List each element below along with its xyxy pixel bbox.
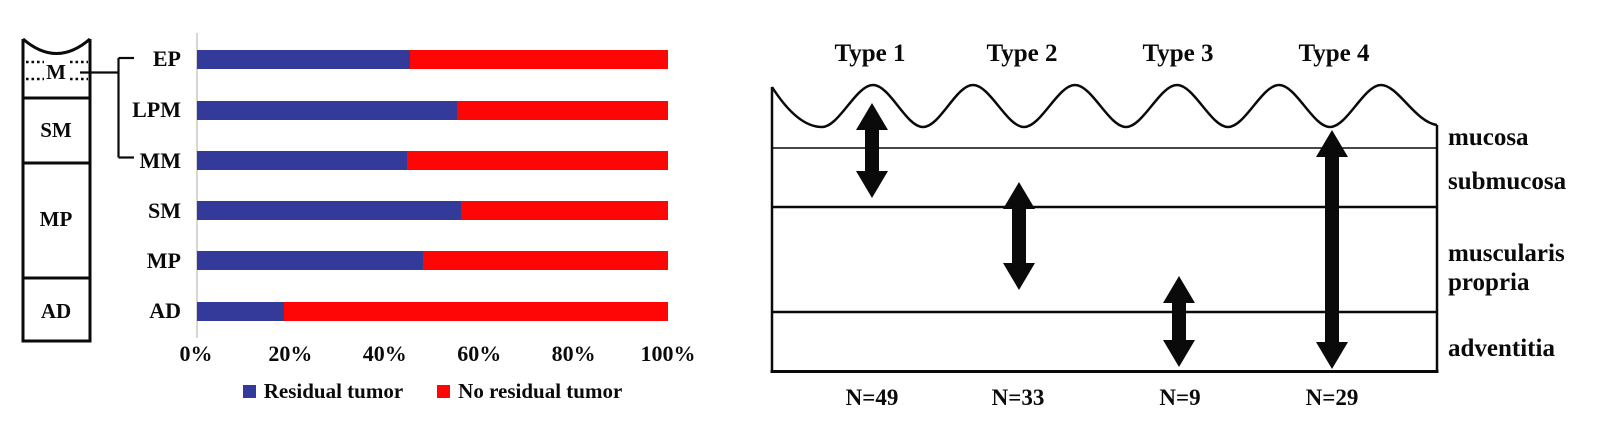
bar-segment-no-residual: [422, 251, 668, 270]
type-3-depth-arrow: [1163, 276, 1195, 367]
bar-segment-residual: [197, 251, 423, 270]
bar-segment-residual: [197, 201, 461, 220]
type-4-label: Type 4: [1298, 40, 1370, 67]
bar-row: [197, 251, 668, 270]
legend-swatch-no-residual: [437, 384, 451, 398]
category-label-lpm: LPM: [132, 97, 181, 122]
category-label-mm: MM: [139, 147, 181, 173]
category-label-ad: AD: [149, 298, 181, 323]
layer-label-submucosa: submucosa: [1448, 168, 1567, 195]
layer-label-mucosa: mucosa: [1448, 124, 1529, 151]
type-1-depth-arrow: [856, 103, 888, 198]
bar-segment-no-residual: [457, 100, 668, 120]
bar-segment-no-residual: [406, 151, 668, 170]
bar-segment-residual: [197, 301, 284, 321]
type-4-depth-arrow: [1316, 130, 1348, 369]
x-tick-80: 80%: [551, 341, 596, 366]
type-1-label: Type 1: [834, 40, 906, 67]
bar-segment-no-residual: [460, 201, 668, 220]
invasion-depth-diagram: [770, 83, 1439, 373]
bracket-m-to-ep-mm: [80, 56, 134, 159]
x-tick-40: 40%: [362, 341, 407, 366]
bar-segment-residual: [197, 50, 411, 69]
bar-row: [197, 301, 668, 321]
bar-segment-residual: [197, 151, 407, 170]
category-label-sm: SM: [148, 197, 181, 223]
type-2-n-count: N=33: [991, 385, 1045, 410]
wall-diagram: [21, 37, 134, 343]
bar-row: [197, 201, 668, 220]
type-2-label: Type 2: [986, 40, 1058, 67]
type-4-n-count: N=29: [1305, 385, 1359, 410]
wall-layer-label-mp: MP: [39, 207, 73, 231]
x-tick-0: 0%: [179, 341, 213, 366]
bar-row: [197, 100, 668, 120]
y-axis-line: [196, 33, 198, 338]
bar-segment-no-residual: [410, 50, 668, 69]
x-tick-100: 100%: [640, 341, 696, 366]
x-tick-20: 20%: [268, 341, 313, 366]
type-3-label: Type 3: [1142, 40, 1214, 67]
x-tick-60: 60%: [457, 341, 502, 366]
legend-label-residual: Residual tumor: [263, 379, 404, 403]
type-1-n-count: N=49: [845, 385, 899, 410]
legend-label-no-residual: No residual tumor: [458, 379, 623, 403]
bar-row: [197, 50, 668, 69]
category-label-mp: MP: [146, 247, 181, 273]
wall-top-curve: [22, 37, 91, 55]
legend: Residual tumor No residual tumor: [197, 380, 668, 402]
wall-layer-label-ad: AD: [40, 299, 72, 323]
wall-layer-label-m: M: [46, 60, 66, 84]
wall-layer-label-sm: SM: [40, 118, 72, 142]
bar-row: [197, 151, 668, 170]
bar-segment-residual: [197, 100, 458, 120]
type-2-depth-arrow: [1003, 182, 1035, 290]
mucosa-wavy-surface: [770, 83, 1438, 129]
layer-label-adventitia: adventitia: [1448, 335, 1555, 362]
bar-segment-no-residual: [283, 301, 668, 321]
category-label-ep: EP: [152, 46, 181, 71]
layer-label-muscularis-propria: muscularis propria: [1448, 240, 1565, 296]
type-3-n-count: N=9: [1159, 385, 1201, 410]
legend-swatch-residual: [242, 384, 256, 398]
